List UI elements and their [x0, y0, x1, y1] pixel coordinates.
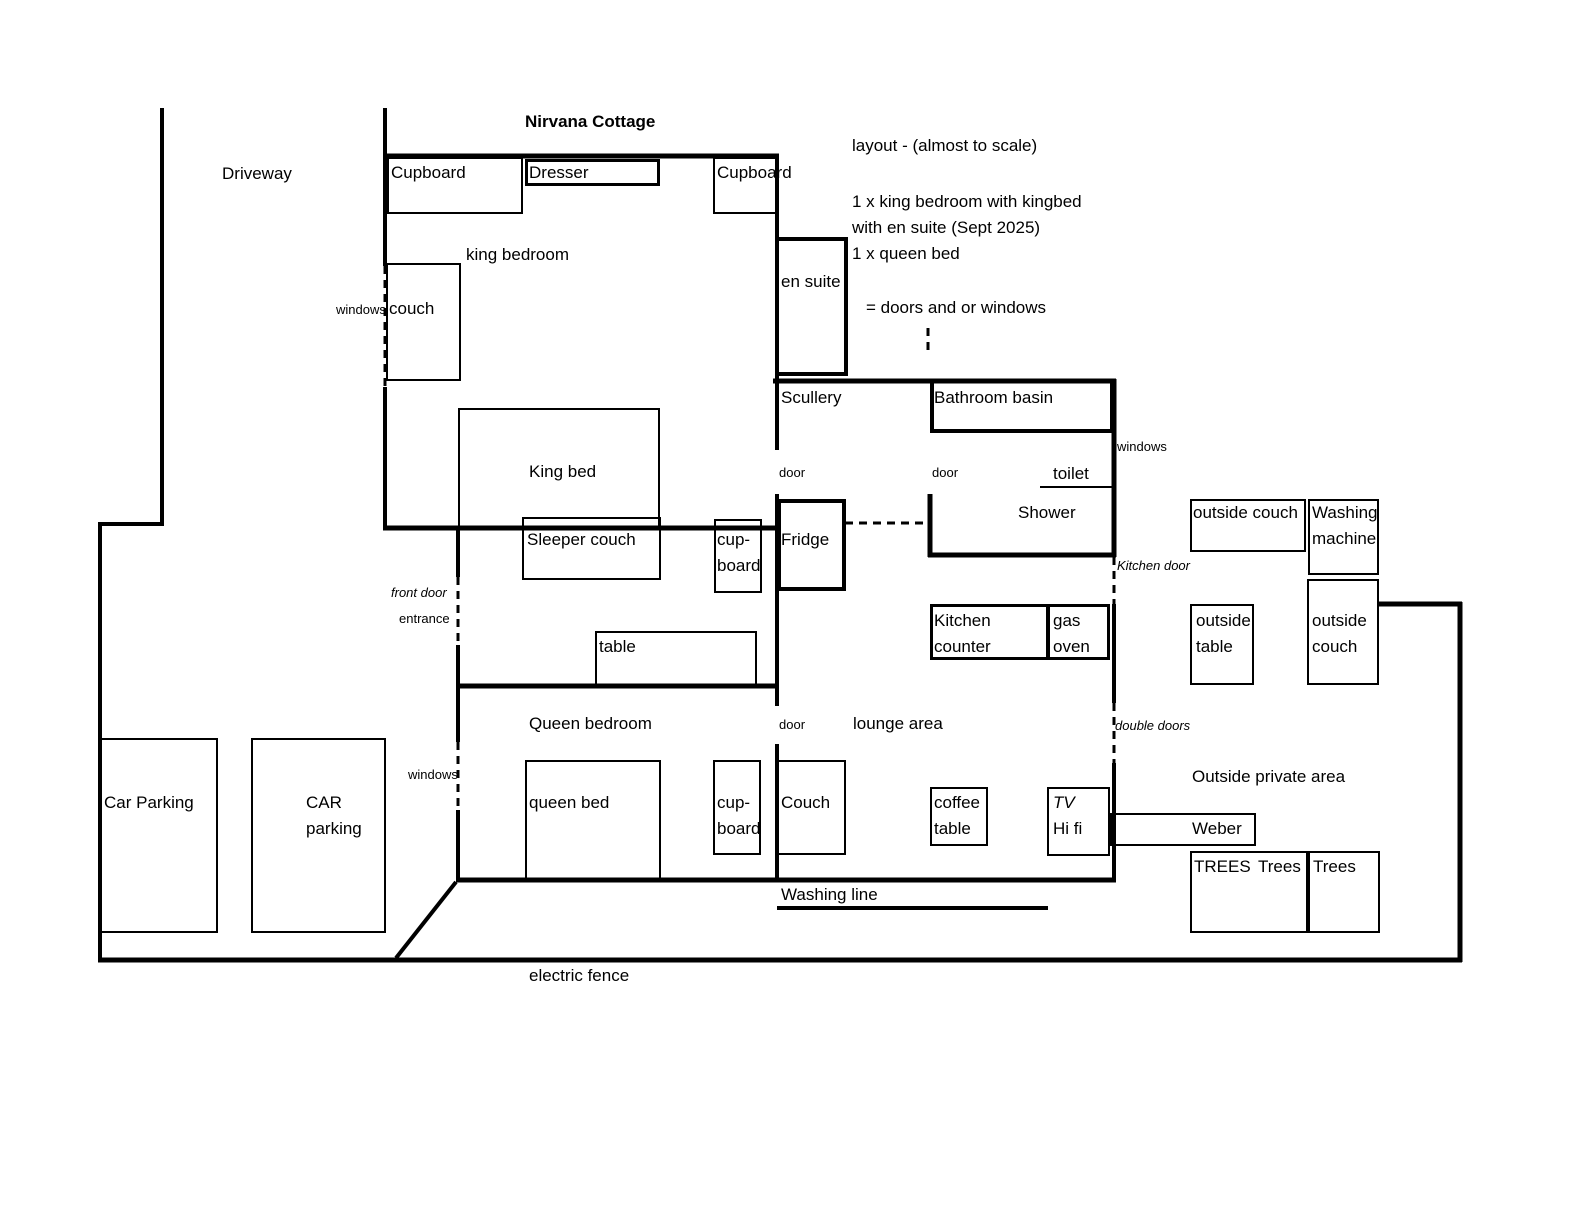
box-couch-lounge — [777, 760, 846, 855]
label-legend-king: 1 x king bedroom with kingbed — [852, 192, 1082, 211]
label-weber: Weber — [1192, 819, 1242, 838]
label-cupboard-right: Cupboard — [717, 163, 792, 182]
label-couch-king: couch — [389, 299, 435, 318]
label-outside-couch-top: outside couch — [1193, 503, 1298, 522]
label-outside-table: outside table — [1196, 611, 1251, 656]
label-table-queen: table — [599, 637, 636, 656]
label-title: Nirvana Cottage — [525, 112, 656, 131]
label-legend-ensuite: with en suite (Sept 2025) — [852, 218, 1041, 237]
label-kitchen-door: Kitchen door — [1117, 558, 1190, 573]
label-gas-oven: gas oven — [1053, 611, 1090, 656]
label-king-bed: King bed — [529, 462, 597, 481]
box-cupboard-left — [387, 157, 523, 214]
label-car-parking-1: Car Parking — [104, 793, 194, 812]
box-trees-box-1 — [1190, 851, 1308, 933]
box-coffee-table — [930, 787, 988, 846]
label-door-scullery: door — [779, 465, 806, 480]
label-outside-private: Outside private area — [1192, 767, 1346, 786]
label-kitchen-counter: Kitchen counter — [934, 611, 991, 656]
box-tv-hifi — [1047, 787, 1110, 856]
label-windows-bathroom: windows — [1117, 439, 1167, 454]
label-fridge: Fridge — [781, 530, 830, 549]
label-front-door: front door — [391, 585, 447, 600]
label-en-suite: en suite — [781, 272, 841, 291]
box-outside-couch-right — [1307, 579, 1379, 685]
box-king-bed — [458, 408, 660, 530]
label-legend-layout: layout - (almost to scale) — [852, 136, 1038, 155]
label-toilet: toilet — [1053, 464, 1089, 483]
box-outside-couch-top — [1190, 499, 1306, 552]
box-car-parking-2 — [251, 738, 386, 933]
label-door-bathroom: door — [932, 465, 959, 480]
label-dresser: Dresser — [529, 163, 589, 182]
label-electric-fence: electric fence — [529, 966, 630, 985]
label-driveway: Driveway — [222, 164, 292, 183]
box-cupboard-queen — [713, 760, 761, 855]
label-scullery: Scullery — [781, 388, 842, 407]
label-trees-1: TREES — [1194, 857, 1251, 876]
box-cupboard-right — [713, 157, 777, 214]
box-washing-machine — [1308, 499, 1379, 575]
box-bathroom-basin — [930, 379, 1114, 433]
label-trees-3: Trees — [1313, 857, 1356, 876]
box-fridge — [777, 499, 846, 591]
label-washing-line: Washing line — [781, 885, 878, 904]
box-outside-table — [1190, 604, 1254, 685]
label-trees-2: Trees — [1258, 857, 1301, 876]
box-dresser — [525, 159, 660, 186]
label-sleeper-couch: Sleeper couch — [527, 530, 636, 549]
label-bathroom-basin: Bathroom basin — [934, 388, 1054, 407]
label-washing-machine: Washing machine — [1312, 503, 1378, 548]
label-lounge-area: lounge area — [853, 714, 943, 733]
box-sleeper-couch — [522, 517, 661, 580]
box-table-queen — [595, 631, 757, 686]
box-couch-king — [386, 263, 461, 381]
label-tv: TV — [1053, 793, 1075, 812]
box-weber — [1110, 813, 1256, 846]
label-door-lounge: door — [779, 717, 806, 732]
label-coffee-table: coffee table — [934, 793, 981, 838]
label-car-parking-2: CAR parking — [306, 793, 362, 838]
label-hifi: Hi fi — [1053, 819, 1083, 838]
box-trees-box-2 — [1308, 851, 1380, 933]
label-windows-queen: windows — [408, 767, 458, 782]
label-legend-doors: = doors and or windows — [866, 298, 1047, 317]
label-queen-bed: queen bed — [529, 793, 610, 812]
label-king-bedroom: king bedroom — [466, 245, 570, 264]
label-windows-king: windows — [336, 302, 386, 317]
box-queen-bed — [525, 760, 661, 880]
box-cupboard-kitchen — [714, 519, 762, 593]
box-gas-oven — [1047, 604, 1110, 660]
label-legend-queen: 1 x queen bed — [852, 244, 960, 263]
label-cupboard-left: Cupboard — [391, 163, 466, 182]
label-cupboard-kitchen: cup- board — [717, 530, 761, 575]
label-queen-bedroom: Queen bedroom — [529, 714, 652, 733]
label-double-doors: double doors — [1115, 718, 1191, 733]
label-entrance: entrance — [399, 611, 450, 626]
box-en-suite-room — [775, 237, 848, 376]
label-couch-lounge: Couch — [781, 793, 831, 812]
box-car-parking-1 — [100, 738, 218, 933]
label-shower: Shower — [1018, 503, 1076, 522]
label-outside-couch-right: outside couch — [1312, 611, 1367, 656]
label-cupboard-queen: cup- board — [717, 793, 761, 838]
wall-fence-diagonal — [394, 880, 458, 960]
